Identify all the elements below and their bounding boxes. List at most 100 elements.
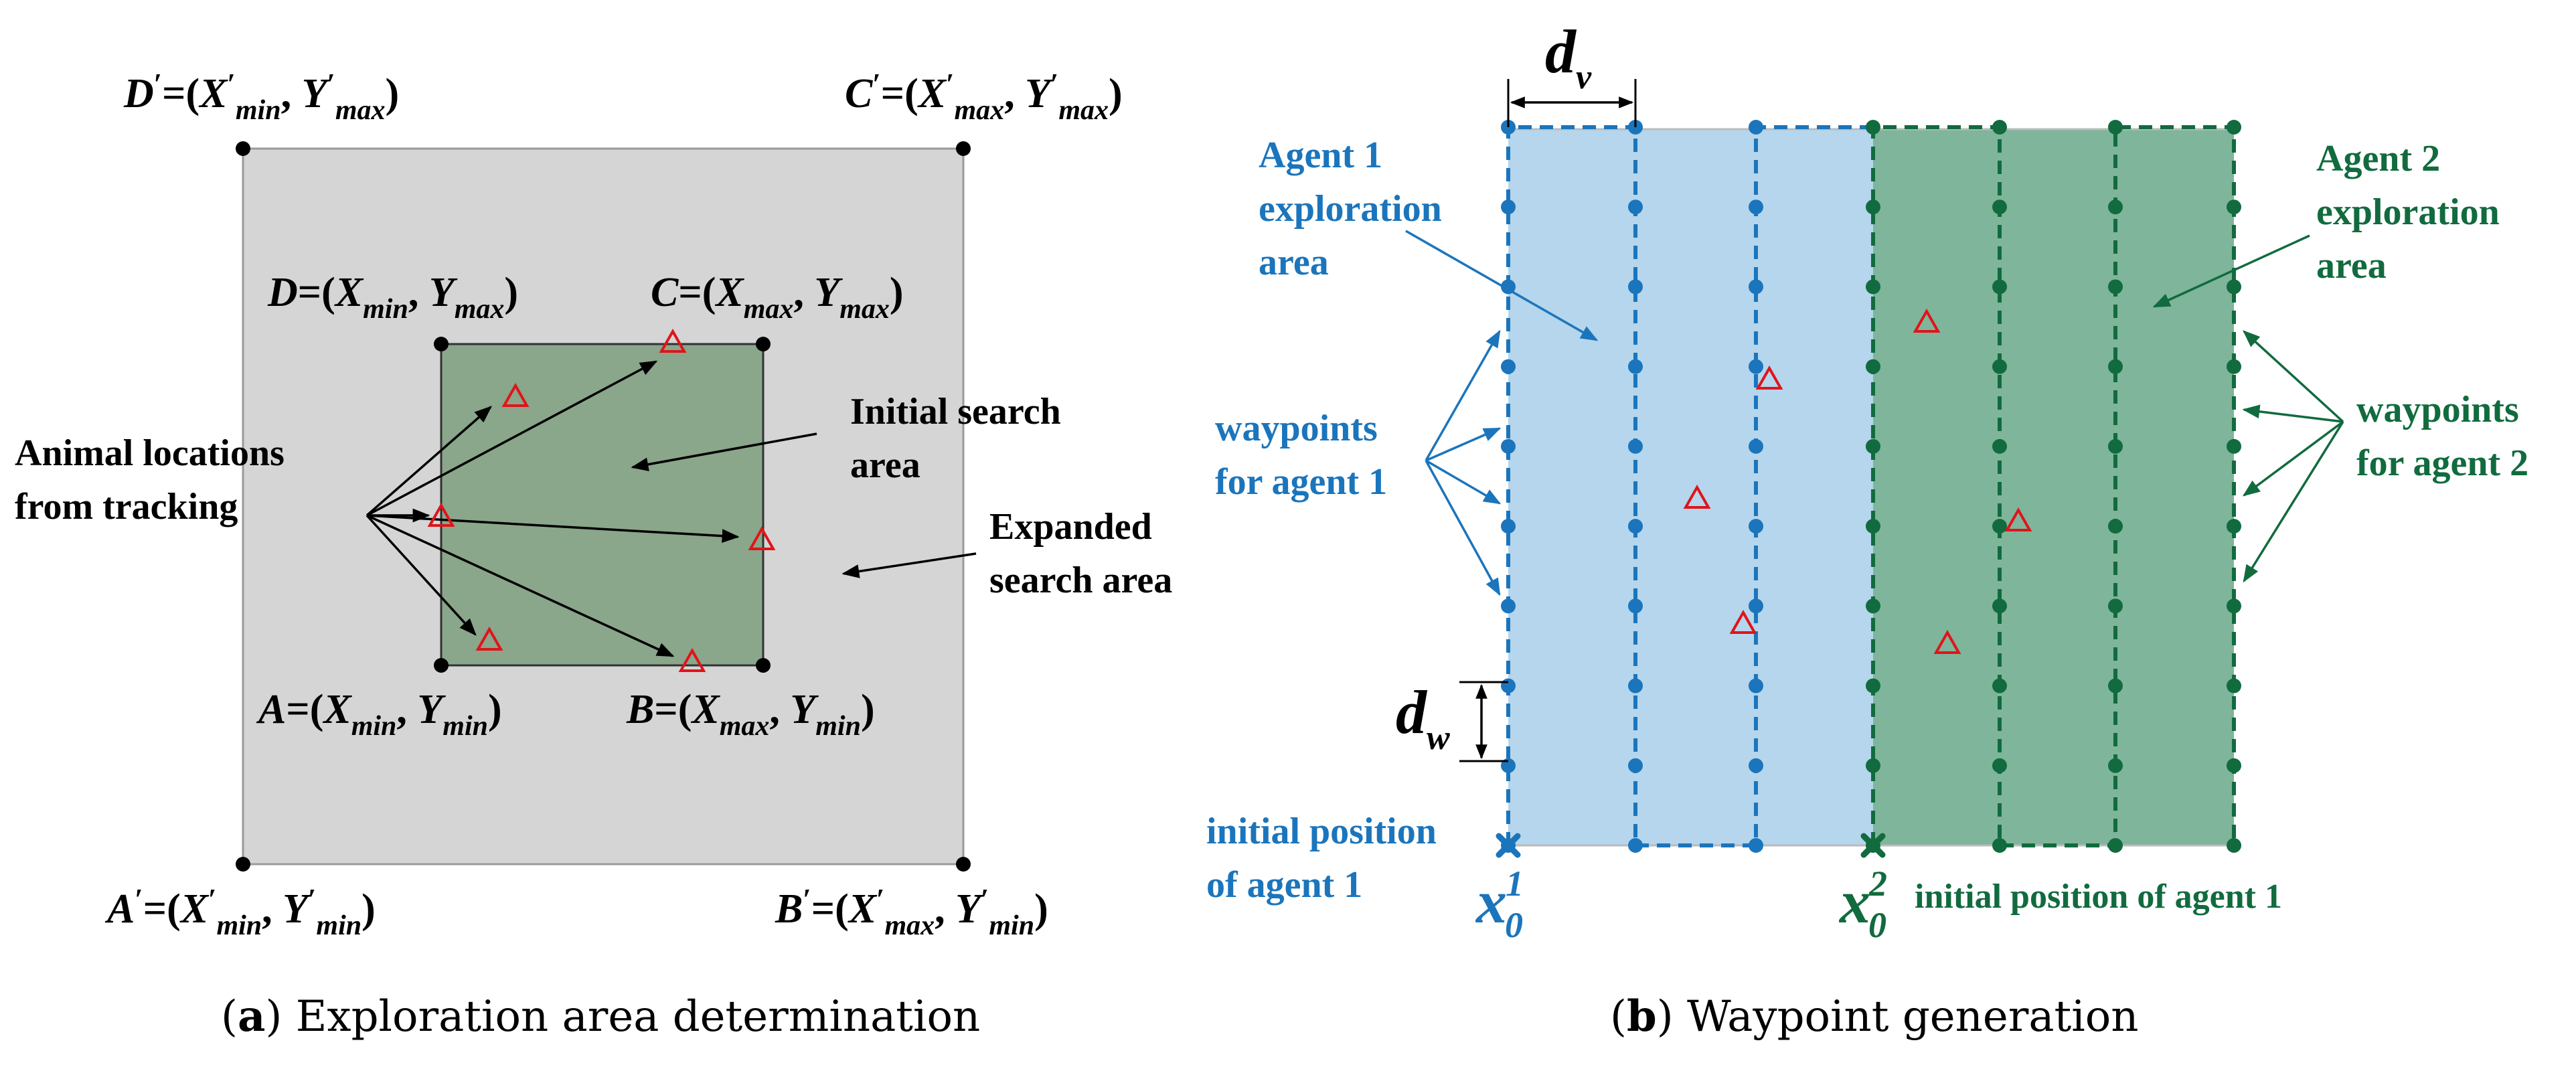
label-dw: dw: [1396, 678, 1450, 757]
agent2-path: [1871, 125, 2236, 847]
waypoint-dot: [2108, 279, 2123, 295]
waypoint-dot: [2227, 758, 2241, 773]
waypoint-dot: [1628, 519, 1643, 534]
waypoint-dot: [1749, 438, 1763, 454]
label-C-prime: C′=(X′max, Y′max): [845, 68, 1123, 126]
waypoint-dot: [1992, 678, 2007, 693]
waypoint-dot: [1628, 279, 1643, 295]
waypoint-dot: [1628, 758, 1643, 773]
waypoint-dot: [1628, 678, 1643, 693]
waypoint-dot: [1501, 598, 1516, 614]
waypoint-dot: [2227, 838, 2241, 853]
waypoint-dot: [2108, 519, 2123, 534]
waypoint-dot: [1866, 519, 1880, 534]
waypoint-dot: [1866, 120, 1880, 135]
animal-triangles-b: [1683, 308, 2032, 654]
waypoint-dot: [1628, 598, 1643, 614]
label-agent1-area: Agent 1 exploration area: [1259, 135, 1451, 283]
label-A: A=(Xmin, Ymin): [256, 687, 502, 742]
waypoint-dot: [1992, 438, 2007, 454]
label-waypoints-agent1: waypoints for agent 1: [1215, 408, 1387, 503]
animal-arrows: [366, 360, 977, 657]
waypoint-dot: [2108, 438, 2123, 454]
waypoint-dot: [2108, 678, 2123, 693]
waypoint-dot: [1866, 678, 1880, 693]
waypoint-dot: [1501, 519, 1516, 534]
waypoint-dot: [1992, 758, 2007, 773]
waypoint-dot: [2227, 438, 2241, 454]
waypoints-agent2-arrows: [2242, 330, 2344, 583]
label-agent2-area: Agent 2 exploration area: [2316, 138, 2509, 286]
waypoint-dot: [1749, 838, 1763, 853]
waypoint-dot: [2108, 838, 2123, 853]
waypoint-dot: [1749, 359, 1763, 374]
waypoint-dot: [1628, 438, 1643, 454]
label-dv: dv: [1545, 17, 1592, 96]
waypoint-dot: [2227, 678, 2241, 693]
waypoint-dot: [2227, 120, 2241, 135]
waypoint-dot: [1992, 519, 2007, 534]
caption-a: (a) Exploration area determination: [221, 991, 980, 1042]
waypoint-dot: [1749, 120, 1763, 135]
waypoint-dot: [1992, 199, 2007, 215]
waypoints-agent1-arrows: [1425, 329, 1502, 596]
waypoint-dot: [1992, 838, 2007, 853]
waypoint-dot: [1866, 598, 1880, 614]
label-C: C=(Xmax, Ymax): [651, 270, 904, 325]
waypoint-dot: [2108, 199, 2123, 215]
agent1-start-cross: [1496, 833, 1521, 858]
waypoint-dot: [2227, 519, 2241, 534]
agent2-exploration-area: [1873, 129, 2234, 845]
label-animal-locations: Animal locations from tracking: [15, 432, 294, 527]
agent2-start-cross: [1860, 833, 1886, 858]
waypoint-dot: [2108, 359, 2123, 374]
waypoint-dot: [1628, 359, 1643, 374]
panel-a: D′=(X′min, Y′max) C′=(X′max, Y′max) A′=(…: [15, 68, 1172, 1042]
waypoint-dot: [2108, 598, 2123, 614]
waypoint-dot: [1866, 279, 1880, 295]
corner-dots: [236, 141, 971, 872]
waypoint-dot: [1749, 519, 1763, 534]
label-waypoints-agent2: waypoints for agent 2: [2356, 389, 2528, 484]
label-D-prime: D′=(X′min, Y′max): [123, 68, 399, 126]
agent2-waypoints: [1866, 120, 2241, 853]
label-initial-search-area: Initial search area: [850, 391, 1070, 486]
waypoint-dot: [2108, 758, 2123, 773]
waypoint-dot: [1992, 598, 2007, 614]
initial-search-area: [440, 343, 764, 667]
label-initial-position-agent1: initial position of agent 1: [1206, 811, 1446, 906]
waypoint-dot: [2227, 598, 2241, 614]
label-B: B=(Xmax, Ymin): [626, 687, 875, 742]
label-D: D=(Xmin, Ymax): [267, 270, 518, 325]
agent1-exploration-area: [1508, 129, 1873, 845]
waypoint-dot: [1749, 678, 1763, 693]
waypoint-dot: [1992, 120, 2007, 135]
waypoint-dot: [1501, 678, 1516, 693]
agent1-waypoints: [1501, 120, 1763, 853]
waypoint-dot: [1866, 359, 1880, 374]
waypoint-dot: [2227, 279, 2241, 295]
waypoint-dot: [1866, 199, 1880, 215]
waypoint-dot: [1501, 438, 1516, 454]
waypoint-dot: [1749, 199, 1763, 215]
waypoint-dot: [1749, 598, 1763, 614]
waypoint-dot: [2227, 199, 2241, 215]
waypoint-dot: [1501, 199, 1516, 215]
caption-b: (b) Waypoint generation: [1610, 991, 2138, 1042]
waypoint-dot: [1501, 359, 1516, 374]
animal-triangles-a: [427, 328, 776, 672]
waypoint-dot: [1992, 359, 2007, 374]
waypoint-dot: [2227, 359, 2241, 374]
waypoint-dot: [1628, 199, 1643, 215]
waypoint-dot: [1866, 438, 1880, 454]
waypoint-dot: [1749, 279, 1763, 295]
waypoint-dot: [1866, 758, 1880, 773]
waypoint-dot: [1992, 279, 2007, 295]
label-initial-position-agent2: initial position of agent 1: [1915, 878, 2282, 916]
waypoint-dot: [2108, 120, 2123, 135]
label-expanded-search-area: Expanded search area: [989, 506, 1172, 601]
panel-b: dv dw Agent 1 exploration area waypoints…: [1206, 17, 2528, 1042]
